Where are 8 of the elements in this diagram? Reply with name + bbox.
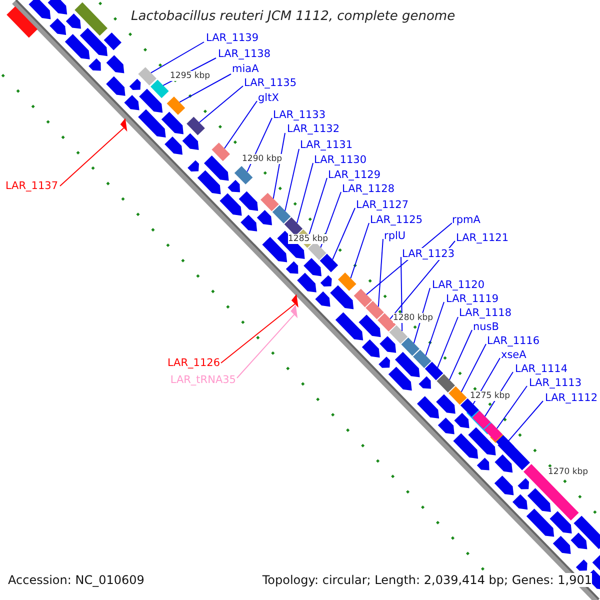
accession-text: Accession: NC_010609 [8,573,144,587]
scale-label: 1295 kbp [170,71,210,81]
scale-label: 1270 kbp [548,467,588,477]
scale-label: 1275 kbp [470,391,510,401]
scale-label: 1280 kbp [393,313,434,323]
scale-label: 1290 kbp [242,154,282,164]
map-title: Lactobacillus reuteri JCM 1112, complete genome [131,9,456,25]
genome-summary-text: Topology: circular; Length: 2,039,414 bp; Genes: 1,901 [262,573,592,587]
